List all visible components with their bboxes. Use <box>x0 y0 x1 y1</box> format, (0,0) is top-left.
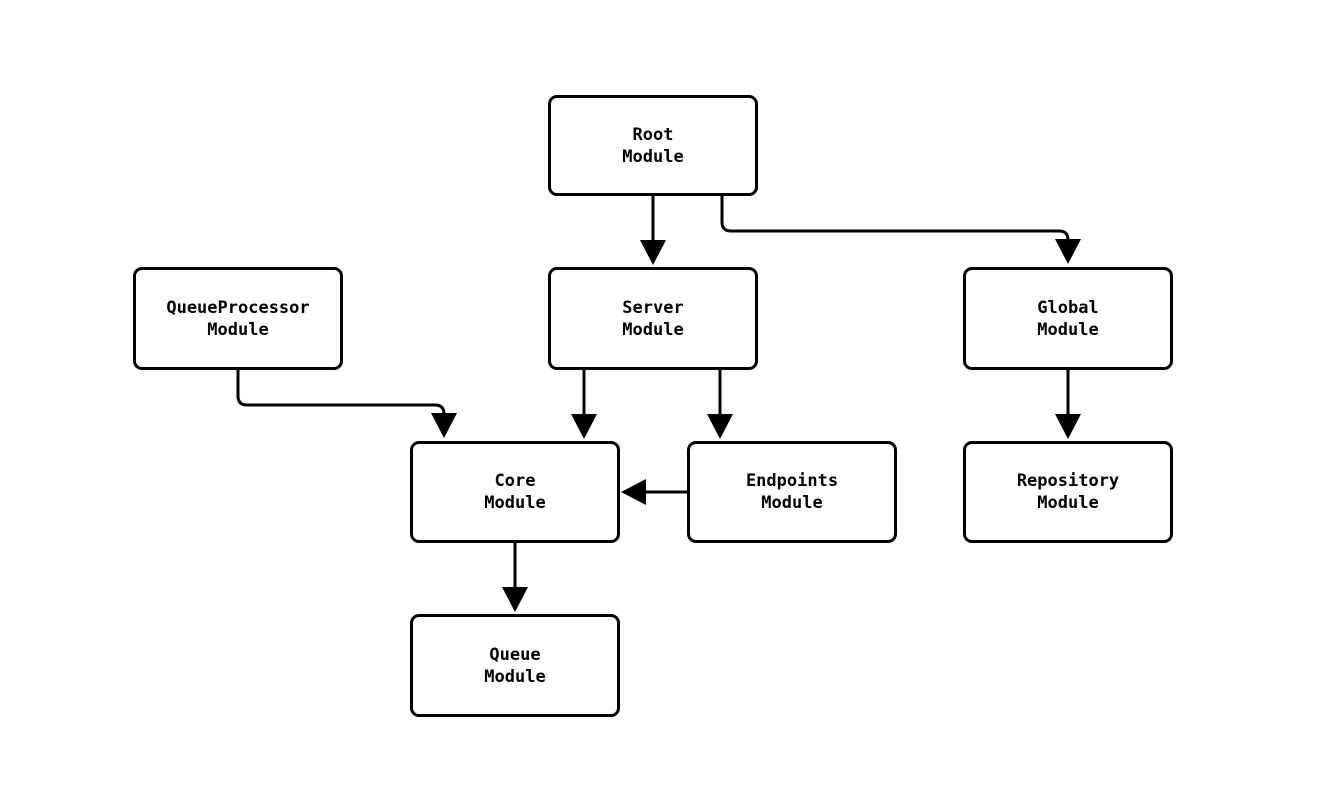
node-label-line2: Module <box>622 146 684 167</box>
node-label: Core Module <box>484 470 545 514</box>
node-label-line1: Server <box>622 297 684 318</box>
node-label: Queue Module <box>484 644 545 688</box>
edge-root-to-server <box>640 196 666 265</box>
arrowhead-icon <box>502 587 528 612</box>
edge-core-to-queue <box>502 543 528 612</box>
arrowhead-icon <box>1055 414 1081 439</box>
node-label-line2: Module <box>622 319 684 340</box>
node-label-line1: Endpoints <box>745 471 839 491</box>
edge-line <box>236 370 446 421</box>
arrowhead-icon <box>1055 239 1081 264</box>
node-label-line2: Module <box>207 319 269 340</box>
edge-server-to-endpoints <box>707 370 733 439</box>
node-label-line1: Core <box>494 471 536 491</box>
node-label-line2: Module <box>1037 493 1099 513</box>
edge-queueprocessor-to-core <box>236 370 457 438</box>
node-queue-module[interactable]: Queue Module <box>410 614 620 717</box>
node-label-line2: Module <box>1037 319 1099 340</box>
node-label-line1: Repository <box>1016 471 1120 491</box>
arrowhead-icon <box>640 240 666 265</box>
node-server-module[interactable]: Server Module <box>548 267 758 370</box>
node-global-module[interactable]: Global Module <box>963 267 1173 370</box>
node-label: Repository Module <box>1017 470 1119 514</box>
node-label-line1: QueueProcessor <box>166 297 310 318</box>
edge-root-to-global <box>720 196 1081 264</box>
edge-endpoints-to-core <box>621 479 687 505</box>
node-label-line2: Module <box>484 493 546 513</box>
edge-line <box>720 196 1070 247</box>
node-root-module[interactable]: Root Module <box>548 95 758 196</box>
edge-global-to-repository <box>1055 370 1081 439</box>
node-label-line1: Global <box>1037 297 1099 318</box>
node-queueprocessor-module[interactable]: QueueProcessor Module <box>133 267 343 370</box>
node-label: Endpoints Module <box>746 470 838 514</box>
node-label: Global Module <box>1037 297 1098 341</box>
node-label-line2: Module <box>761 493 823 513</box>
node-label: Root Module <box>622 124 683 168</box>
node-label-line1: Root <box>632 124 674 145</box>
node-endpoints-module[interactable]: Endpoints Module <box>687 441 897 543</box>
node-repository-module[interactable]: Repository Module <box>963 441 1173 543</box>
arrowhead-icon <box>571 414 597 439</box>
edge-server-to-core <box>571 370 597 439</box>
arrowhead-icon <box>621 479 646 505</box>
node-label: QueueProcessor Module <box>166 297 309 341</box>
arrowhead-icon <box>431 413 457 438</box>
node-label-line1: Queue <box>489 644 541 665</box>
node-label: Server Module <box>622 297 683 341</box>
node-core-module[interactable]: Core Module <box>410 441 620 543</box>
node-label-line2: Module <box>484 666 546 687</box>
arrowhead-icon <box>707 414 733 439</box>
